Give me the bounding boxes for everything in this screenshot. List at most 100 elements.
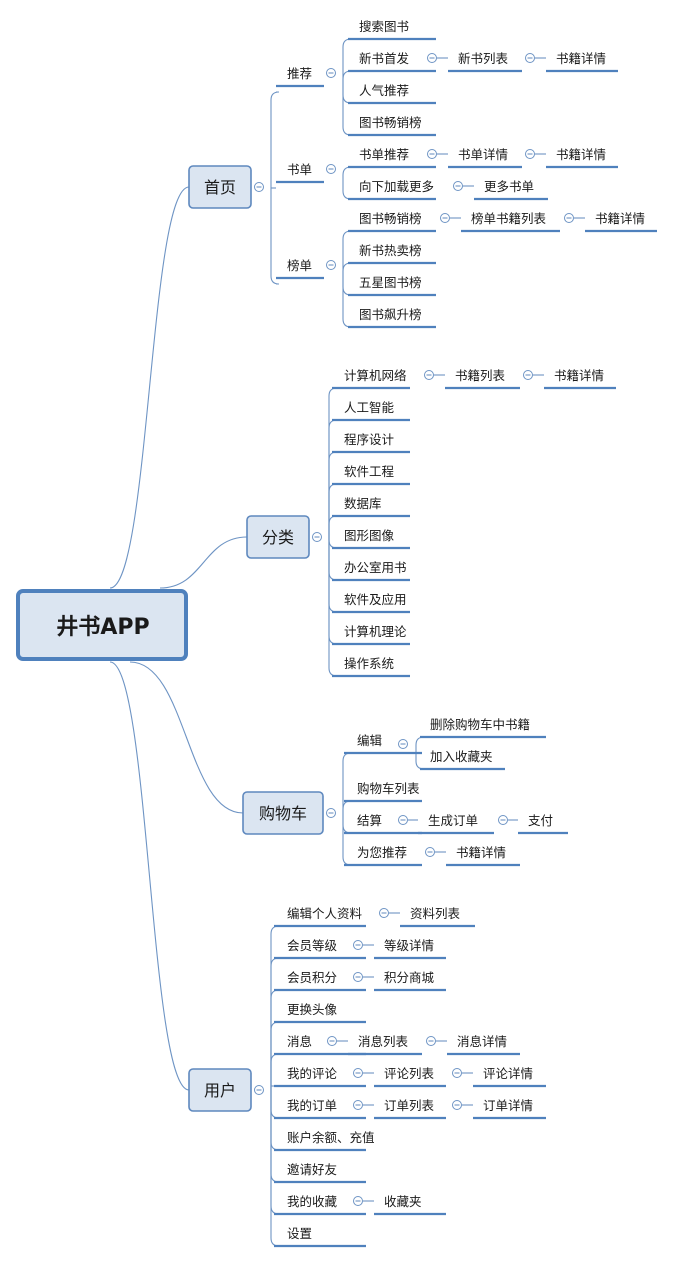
- branch-node-0[interactable]: 首页: [188, 165, 252, 209]
- collapse-toggle-icon[interactable]: [353, 1196, 363, 1206]
- collapse-toggle-icon[interactable]: [452, 1068, 462, 1078]
- collapse-toggle-icon[interactable]: [353, 1068, 363, 1078]
- node-0-1[interactable]: 书单: [276, 162, 324, 184]
- collapse-toggle-icon[interactable]: [326, 808, 336, 818]
- node-2-2-2[interactable]: 支付: [518, 813, 568, 835]
- node-0-2-0-2[interactable]: 书籍详情: [585, 211, 657, 233]
- node-0-1-0-1[interactable]: 书单详情: [448, 147, 522, 169]
- collapse-toggle-icon[interactable]: [453, 181, 463, 191]
- node-0-0-2[interactable]: 人气推荐: [348, 83, 436, 105]
- node-3-8[interactable]: 邀请好友: [274, 1162, 366, 1184]
- collapse-toggle-icon[interactable]: [425, 847, 435, 857]
- collapse-toggle-icon[interactable]: [426, 1036, 436, 1046]
- node-2-1[interactable]: 购物车列表: [344, 781, 422, 803]
- node-2-0-0[interactable]: 删除购物车中书籍: [420, 717, 546, 739]
- node-2-2[interactable]: 结算: [344, 813, 422, 835]
- node-1-2[interactable]: 程序设计: [332, 432, 410, 454]
- node-1-6[interactable]: 办公室用书: [332, 560, 410, 582]
- node-3-6[interactable]: 我的订单: [274, 1098, 366, 1120]
- node-3-4-2[interactable]: 消息详情: [447, 1034, 520, 1056]
- node-3-5-1[interactable]: 评论列表: [374, 1066, 446, 1088]
- node-2-0-1[interactable]: 加入收藏夹: [420, 749, 505, 771]
- node-0-2[interactable]: 榜单: [276, 258, 324, 280]
- node-3-9[interactable]: 我的收藏: [274, 1194, 366, 1216]
- node-0-1-0-2[interactable]: 书籍详情: [546, 147, 618, 169]
- collapse-toggle-icon[interactable]: [498, 815, 508, 825]
- node-0-2-0[interactable]: 图书畅销榜: [348, 211, 436, 233]
- node-3-5-2[interactable]: 评论详情: [473, 1066, 546, 1088]
- node-0-1-0[interactable]: 书单推荐: [348, 147, 436, 169]
- node-3-0-1[interactable]: 资料列表: [400, 906, 475, 928]
- collapse-toggle-icon[interactable]: [525, 53, 535, 63]
- node-2-2-label: 结算: [357, 813, 382, 828]
- node-3-1[interactable]: 会员等级: [274, 938, 366, 960]
- collapse-toggle-icon[interactable]: [312, 532, 322, 542]
- node-0-0[interactable]: 推荐: [276, 66, 324, 88]
- node-1-0[interactable]: 计算机网络: [332, 368, 410, 390]
- node-3-5[interactable]: 我的评论: [274, 1066, 366, 1088]
- node-3-4-1[interactable]: 消息列表: [348, 1034, 422, 1056]
- branch-node-3[interactable]: 用户: [188, 1068, 252, 1112]
- node-1-0-1[interactable]: 书籍列表: [445, 368, 520, 390]
- collapse-toggle-icon[interactable]: [525, 149, 535, 159]
- collapse-toggle-icon[interactable]: [398, 739, 408, 749]
- root-node[interactable]: 井书APP: [16, 589, 188, 661]
- collapse-toggle-icon[interactable]: [254, 1085, 264, 1095]
- node-0-0-1-1[interactable]: 新书列表: [448, 51, 522, 73]
- collapse-toggle-icon[interactable]: [398, 815, 408, 825]
- node-3-2[interactable]: 会员积分: [274, 970, 366, 992]
- collapse-toggle-icon[interactable]: [327, 1036, 337, 1046]
- node-3-9-1[interactable]: 收藏夹: [374, 1194, 446, 1216]
- node-3-4[interactable]: 消息: [274, 1034, 366, 1056]
- node-0-2-3[interactable]: 图书飙升榜: [348, 307, 436, 329]
- collapse-toggle-icon[interactable]: [379, 908, 389, 918]
- node-2-3-1[interactable]: 书籍详情: [446, 845, 520, 867]
- node-1-3[interactable]: 软件工程: [332, 464, 410, 486]
- collapse-toggle-icon[interactable]: [326, 68, 336, 78]
- collapse-toggle-icon[interactable]: [427, 149, 437, 159]
- collapse-toggle-icon[interactable]: [353, 940, 363, 950]
- node-3-3[interactable]: 更换头像: [274, 1002, 366, 1024]
- node-3-6-2-label: 订单详情: [483, 1098, 533, 1113]
- node-1-4[interactable]: 数据库: [332, 496, 410, 518]
- node-1-1[interactable]: 人工智能: [332, 400, 410, 422]
- node-3-0[interactable]: 编辑个人资料: [274, 906, 366, 928]
- node-3-10[interactable]: 设置: [274, 1226, 366, 1248]
- group-bracket: [342, 230, 352, 279]
- node-0-0-1[interactable]: 新书首发: [348, 51, 436, 73]
- collapse-toggle-icon[interactable]: [523, 370, 533, 380]
- collapse-toggle-icon[interactable]: [424, 370, 434, 380]
- node-2-3[interactable]: 为您推荐: [344, 845, 422, 867]
- node-1-9[interactable]: 操作系统: [332, 656, 410, 678]
- node-1-7[interactable]: 软件及应用: [332, 592, 410, 614]
- node-0-0-1-2[interactable]: 书籍详情: [546, 51, 618, 73]
- collapse-toggle-icon[interactable]: [326, 164, 336, 174]
- branch-node-2[interactable]: 购物车: [242, 791, 324, 835]
- collapse-toggle-icon[interactable]: [326, 260, 336, 270]
- node-3-6-1[interactable]: 订单列表: [374, 1098, 446, 1120]
- node-2-0[interactable]: 编辑: [344, 733, 422, 755]
- node-0-0-0[interactable]: 搜索图书: [348, 19, 436, 41]
- node-0-1-1-1[interactable]: 更多书单: [474, 179, 548, 201]
- collapse-toggle-icon[interactable]: [353, 972, 363, 982]
- collapse-toggle-icon[interactable]: [254, 182, 264, 192]
- node-3-1-1[interactable]: 等级详情: [374, 938, 446, 960]
- node-0-1-1[interactable]: 向下加载更多: [348, 179, 436, 201]
- branch-node-1[interactable]: 分类: [246, 515, 310, 559]
- collapse-toggle-icon[interactable]: [427, 53, 437, 63]
- collapse-toggle-icon[interactable]: [440, 213, 450, 223]
- node-1-8[interactable]: 计算机理论: [332, 624, 410, 646]
- collapse-toggle-icon[interactable]: [353, 1100, 363, 1110]
- node-0-0-3[interactable]: 图书畅销榜: [348, 115, 436, 137]
- collapse-toggle-icon[interactable]: [452, 1100, 462, 1110]
- node-0-2-2[interactable]: 五星图书榜: [348, 275, 436, 297]
- collapse-toggle-icon[interactable]: [564, 213, 574, 223]
- node-3-7[interactable]: 账户余额、充值: [274, 1130, 375, 1152]
- node-1-0-2[interactable]: 书籍详情: [544, 368, 616, 390]
- node-3-2-1[interactable]: 积分商城: [374, 970, 446, 992]
- node-0-2-1[interactable]: 新书热卖榜: [348, 243, 436, 265]
- node-2-2-1[interactable]: 生成订单: [418, 813, 494, 835]
- node-0-2-0-1[interactable]: 榜单书籍列表: [461, 211, 560, 233]
- node-3-6-2[interactable]: 订单详情: [473, 1098, 546, 1120]
- node-1-5[interactable]: 图形图像: [332, 528, 410, 550]
